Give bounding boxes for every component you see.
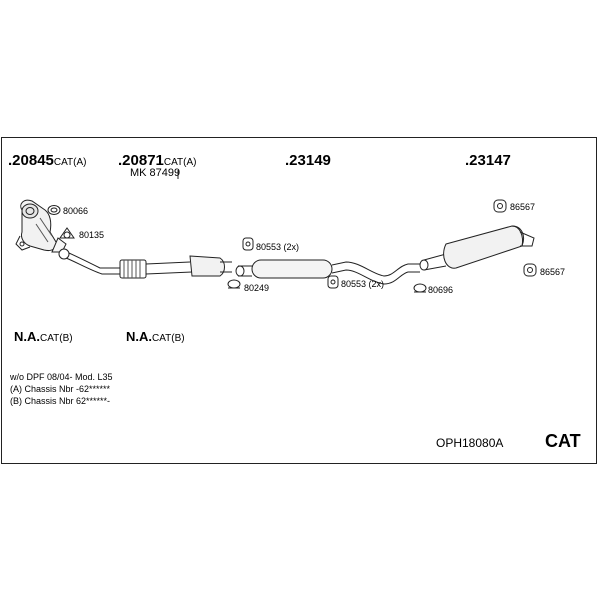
front-pipe-drawing [58,248,232,279]
part-20871-sub: MK 87499 [130,167,181,179]
note-line-2: (A) Chassis Nbr -62****** [10,384,111,394]
callout-80553-b: 80553 (2x) [341,279,385,289]
callout-86567-a: 86567 [510,202,536,212]
part-23147: .23147 [465,152,511,169]
hanger-80553b-drawing [327,275,339,289]
callout-80066: 80066 [63,206,89,216]
gasket-80135-drawing [59,227,75,239]
callout-80696: 80696 [428,285,454,295]
clamp-80249-drawing [227,279,241,289]
cat-label: CAT [545,431,581,451]
part-20871: .20871CAT(A) [118,152,197,169]
na-left: N.A.CAT(B) [14,329,73,344]
hanger-80553a-drawing [242,237,254,251]
part-20845: .20845CAT(A) [8,152,87,169]
part-23149: .23149 [285,152,331,169]
callout-80249: 80249 [244,283,270,293]
callout-80135: 80135 [79,230,105,240]
clamp-80696-drawing [413,283,427,293]
rear-silencer-drawing [419,225,535,271]
hanger-86567b-drawing [523,263,537,277]
catalytic-converter-drawing [15,199,67,253]
middle-silencer-drawing [235,259,420,285]
callout-86567-b: 86567 [540,267,566,277]
gasket-80066-drawing [47,205,61,215]
diagram-frame [1,137,597,464]
na-right: N.A.CAT(B) [126,329,185,344]
diagram-code: OPH18080A [436,436,504,450]
note-line-3: (B) Chassis Nbr 62******- [10,396,111,406]
callout-80553-a: 80553 (2x) [256,242,300,252]
note-line-1: w/o DPF 08/04- Mod. L35 [10,372,113,382]
hanger-86567a-drawing [493,199,507,213]
